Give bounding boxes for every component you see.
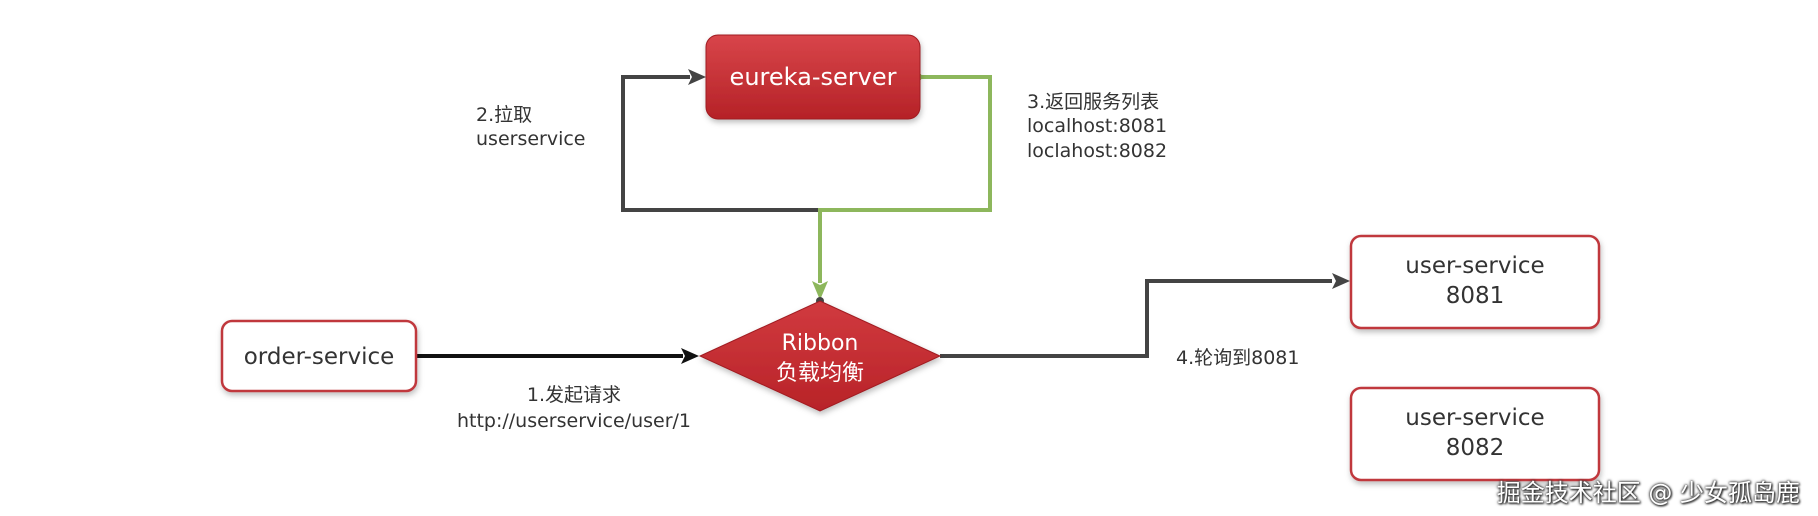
user-service-8082-label: user-service bbox=[1405, 405, 1544, 431]
ribbon-sublabel: 负载均衡 bbox=[776, 361, 864, 386]
return-label-host1: localhost:8081 bbox=[1027, 115, 1167, 137]
eureka-server-label: eureka-server bbox=[730, 63, 897, 91]
pull-label-step: 2.拉取 bbox=[476, 104, 532, 126]
return-label-host2: loclahost:8082 bbox=[1027, 140, 1167, 162]
return-label-step: 3.返回服务列表 bbox=[1027, 91, 1159, 113]
user-service-8081-node[interactable] bbox=[1349, 234, 1601, 330]
watermark: 掘金技术社区 @ 少女孤岛鹿 bbox=[1496, 479, 1800, 507]
user-service-8081-port: 8081 bbox=[1446, 283, 1505, 309]
request-label-step: 1.发起请求 bbox=[527, 384, 621, 406]
user-service-8082-port: 8082 bbox=[1446, 435, 1505, 461]
pull-label-target: userservice bbox=[476, 128, 586, 150]
poll-edge bbox=[940, 279, 1332, 358]
request-arrowhead bbox=[681, 348, 699, 364]
poll-arrowhead bbox=[1332, 273, 1350, 289]
ribbon-label: Ribbon bbox=[782, 331, 859, 356]
order-service-node[interactable] bbox=[220, 319, 418, 393]
ribbon-node[interactable] bbox=[698, 300, 942, 412]
request-label-url: http://userservice/user/1 bbox=[457, 410, 691, 432]
order-service-label: order-service bbox=[244, 344, 395, 370]
pull-arrowhead bbox=[688, 69, 706, 85]
user-service-8081-label: user-service bbox=[1405, 253, 1544, 279]
pull-edge bbox=[621, 75, 820, 212]
user-service-8082-node[interactable] bbox=[1349, 386, 1601, 482]
eureka-server-node[interactable] bbox=[705, 34, 921, 120]
poll-label: 4.轮询到8081 bbox=[1176, 347, 1299, 369]
return-arrowhead bbox=[812, 281, 828, 300]
return-edge bbox=[818, 75, 992, 283]
